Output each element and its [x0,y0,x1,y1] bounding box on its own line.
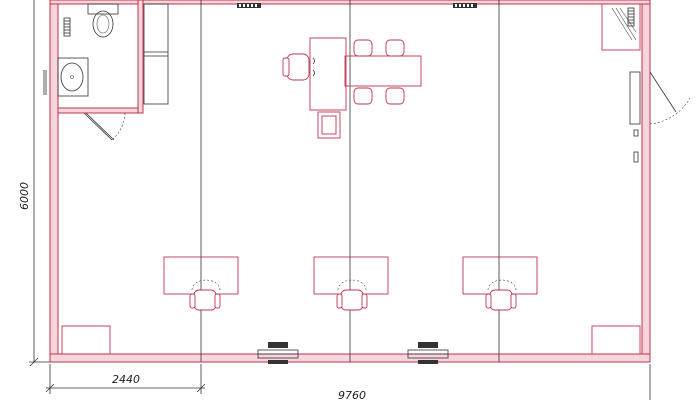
chair-icon [489,289,513,311]
bottom-vents [257,342,449,364]
total-width-label: 9760 [338,389,366,400]
right-wall [641,0,651,363]
top-vents [237,3,477,8]
workstations [163,256,538,311]
chair-icon [193,289,217,311]
left-wall [49,0,59,363]
bathroom-door-icon [83,112,126,141]
window-icon [257,342,299,364]
bathroom [43,0,169,141]
vent-icon [453,3,477,8]
wardrobe-icon [601,3,641,51]
corner-cabinets [61,325,641,355]
toilet-icon [87,3,119,38]
radiator-icon-entry [627,7,635,27]
meeting-area [282,37,422,139]
workstation-2 [313,256,389,311]
bathroom-bottom-wall [57,107,143,114]
desk-icon [313,256,389,295]
desk-icon [462,256,538,295]
office-desk-icon [309,37,347,139]
chair-icon [340,289,364,311]
entry-area [601,3,691,163]
conference-table-icon [344,55,422,87]
module-width-label: 2440 [112,373,140,386]
cabinet-icon [143,3,169,105]
dimension-lines [29,0,651,400]
cabinet-bottom-left [61,325,111,355]
entry-door-icon [629,71,691,163]
cabinet-bottom-right [591,325,641,355]
vent-icon [237,3,261,8]
conference-chair-icon [353,39,405,105]
bathroom-right-wall [137,0,144,114]
sink-icon [43,57,89,97]
height-dimension-label: 6000 [18,182,31,210]
radiator-icon-bathroom [63,17,71,37]
office-chair-icon [282,53,315,81]
workstation-3 [462,256,538,311]
workstation-1 [163,256,239,311]
window-icon [407,342,449,364]
